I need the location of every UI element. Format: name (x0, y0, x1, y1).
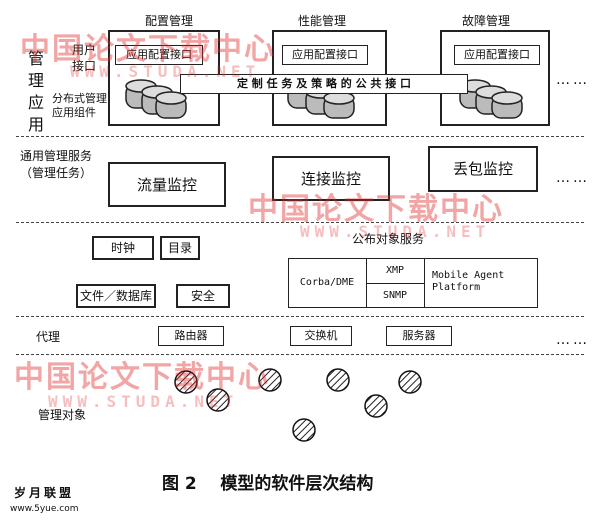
user-interface-label: 用户 接口 (72, 43, 97, 73)
device-switch: 交换机 (290, 326, 352, 346)
module-title-performance: 性能管理 (298, 14, 347, 28)
module-inner-config: 应用配置接口 (115, 45, 203, 65)
layer-label-managed-objects: 管理对象 (38, 408, 87, 422)
corba-dme-label: Corba/DME (299, 277, 355, 288)
layer-separator (16, 354, 584, 355)
module-inner-fault: 应用配置接口 (454, 45, 540, 65)
module-title-config: 配置管理 (145, 14, 194, 28)
device-router: 路由器 (158, 326, 224, 346)
site-logo-url: www.5yue.com (10, 504, 79, 514)
ellipsis-agent: …… (556, 332, 590, 348)
common-interface-bar: 定 制 任 务 及 策 略 的 公 共 接 口 (180, 74, 468, 94)
layer-separator (16, 136, 584, 137)
ellipsis-service: …… (556, 170, 590, 186)
protocol-snmp: SNMP (382, 290, 408, 301)
managed-object-icon (174, 370, 198, 394)
service-security: 安全 (176, 284, 230, 308)
task-connection-monitor: 连接监控 (272, 156, 390, 201)
managed-object-icon (258, 368, 282, 392)
component-stack-icon (125, 79, 187, 119)
service-clock: 时钟 (92, 236, 154, 260)
site-logo: 岁月联盟 www.5yue.com (8, 484, 86, 516)
service-file-database: 文件／数据库 (76, 284, 156, 308)
managed-object-icon (326, 368, 350, 392)
managed-object-icon (292, 418, 316, 442)
mobile-agent-platform: Mobile Agent Platform (432, 270, 505, 293)
module-title-fault: 故障管理 (462, 14, 511, 28)
service-directory: 目录 (160, 236, 200, 260)
ellipsis-top: …… (556, 72, 590, 88)
device-server: 服务器 (386, 326, 452, 346)
task-packet-loss-monitor: 丢包监控 (428, 146, 538, 192)
managed-object-icon (398, 370, 422, 394)
managed-object-icon (364, 394, 388, 418)
distributed-component-label: 分布式管理 应用组件 (52, 92, 107, 119)
figure-caption: 图 2 模型的软件层次结构 (162, 474, 374, 494)
protocol-xmp: XMP (385, 265, 405, 276)
public-object-service-label: 公布对象服务 (352, 232, 425, 246)
layer-label-application: 应用 (28, 93, 45, 134)
layer-label-service: 通用管理服务 （管理任务） (20, 149, 93, 180)
layer-label-agent: 代理 (36, 330, 61, 344)
divider (366, 283, 424, 284)
task-traffic-monitor: 流量监控 (108, 162, 226, 207)
managed-object-icon (206, 388, 230, 412)
layer-separator (16, 316, 584, 317)
divider (424, 258, 425, 308)
module-inner-performance: 应用配置接口 (282, 45, 368, 65)
layer-label-management: 管理 (28, 49, 45, 90)
layer-separator (16, 222, 584, 223)
managed-objects-cluster (174, 368, 422, 442)
site-logo-name: 岁月联盟 (14, 486, 75, 500)
